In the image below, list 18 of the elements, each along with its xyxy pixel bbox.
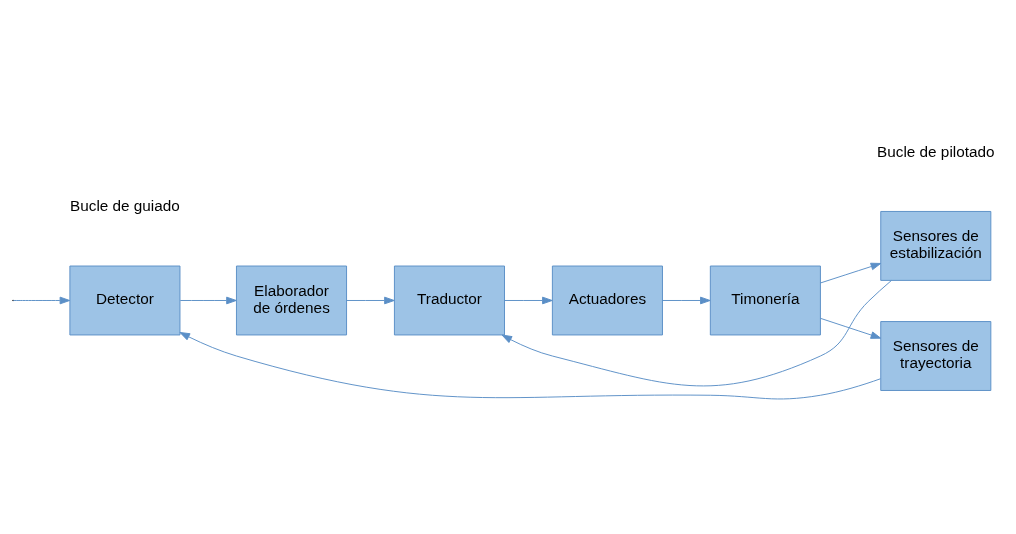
arrow xyxy=(820,262,882,283)
arrow xyxy=(179,331,881,399)
node-box: Sensores de estabilización xyxy=(880,210,992,281)
arrow xyxy=(820,317,882,339)
node-box: Actuadores xyxy=(551,265,663,335)
arrow xyxy=(501,279,892,386)
label: Bucle de guiado xyxy=(70,196,180,214)
node-box: Elaborador de órdenes xyxy=(236,265,348,335)
node-box: Sensores de trayectoria xyxy=(880,320,992,391)
arrow xyxy=(346,296,395,304)
arrow xyxy=(179,296,237,304)
node-box: Detector xyxy=(69,265,181,335)
node-box: Traductor xyxy=(393,265,505,335)
arrow xyxy=(504,296,553,304)
arrow xyxy=(13,296,71,304)
arrow xyxy=(662,296,711,304)
label: Bucle de pilotado xyxy=(877,142,995,160)
node-box: Timonería xyxy=(709,265,821,335)
